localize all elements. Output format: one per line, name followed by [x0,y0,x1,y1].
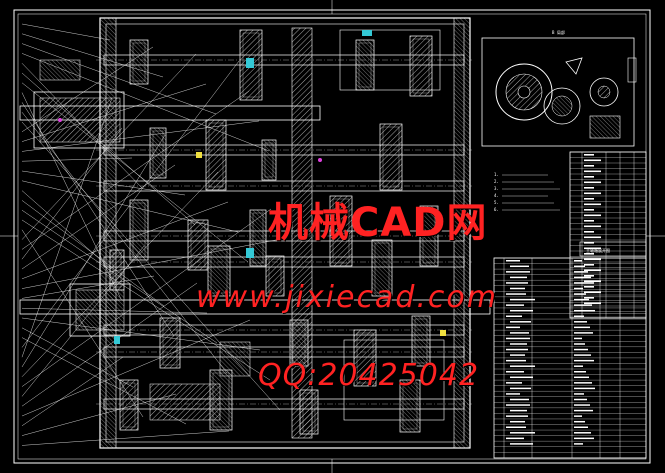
tech-note-line: 4. [494,193,499,198]
watermark-url: www.jixiecad.com [196,280,498,315]
tech-note-line: 5. [494,200,499,205]
tech-note-line: 2. [494,179,499,184]
detail-view-b: B 局部 [481,29,637,147]
detail-view-label: B 局部 [552,29,565,35]
watermark-qq: QQ:20425042 [258,358,480,393]
watermark-title: 机械CAD网 [268,200,488,246]
main-spindle [19,59,491,421]
title-block-table: 主轴箱展开图 [493,241,647,459]
tech-note-line: 3. [494,186,499,191]
colored-accents [58,30,446,344]
parts-list-table [569,151,647,319]
title-block-label: 主轴箱展开图 [586,247,610,253]
technical-notes: 1. 2. 3. 4. 5. 6. [494,172,560,212]
tech-note-line: 1. [494,172,499,177]
tech-note-line: 6. [494,207,499,212]
